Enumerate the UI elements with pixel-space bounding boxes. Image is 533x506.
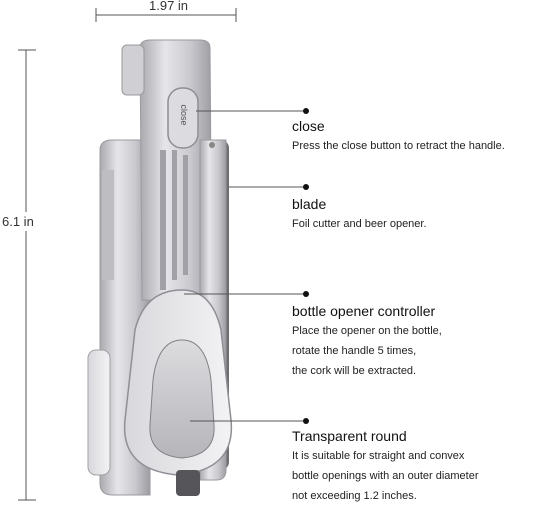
close-button-label: close — [179, 104, 189, 126]
callout-desc-controller-1: Place the opener on the bottle, — [292, 325, 442, 337]
height-dimension-label: 6.1 in — [2, 212, 34, 231]
foot — [176, 470, 200, 496]
callout-desc-transparent-round-2: bottle openings with an outer diameter — [292, 470, 479, 482]
engraving-2 — [172, 150, 177, 280]
side-clip — [87, 349, 111, 476]
callout-desc-controller-3: the cork will be extracted. — [292, 365, 417, 377]
callout-dot-blade — [303, 184, 309, 190]
callout-desc-transparent-round-1: It is suitable for straight and convex — [292, 450, 465, 462]
transparent-round-window — [149, 339, 215, 459]
callout-controller: bottle opener controller Place the opene… — [292, 303, 442, 381]
callout-dot-transparent-round — [303, 418, 309, 424]
callout-dot-close — [303, 108, 309, 114]
close-button-shape[interactable] — [167, 87, 199, 149]
callout-title-blade: blade — [292, 196, 327, 212]
rivet — [209, 142, 215, 148]
callout-title-controller: bottle opener controller — [292, 303, 436, 319]
callout-title-close: close — [292, 118, 325, 134]
callout-transparent-round: Transparent round It is suitable for str… — [292, 428, 479, 506]
callout-desc-controller-2: rotate the handle 5 times, — [292, 345, 417, 357]
callout-desc-blade: Foil cutter and beer opener. — [292, 218, 427, 230]
callout-blade: blade Foil cutter and beer opener. — [292, 196, 427, 234]
callout-close: close Press the close button to retract … — [292, 118, 505, 156]
callout-desc-transparent-round-3: not exceeding 1.2 inches. — [292, 490, 417, 502]
callout-dot-controller — [303, 291, 309, 297]
top-knob — [121, 44, 145, 96]
engraved-text-strip — [102, 170, 114, 280]
engraving-1 — [160, 150, 166, 290]
engraving-3 — [183, 155, 188, 275]
width-dimension-label: 1.97 in — [146, 0, 192, 13]
callout-desc-close: Press the close button to retract the ha… — [292, 140, 505, 152]
callout-title-transparent-round: Transparent round — [292, 428, 407, 444]
